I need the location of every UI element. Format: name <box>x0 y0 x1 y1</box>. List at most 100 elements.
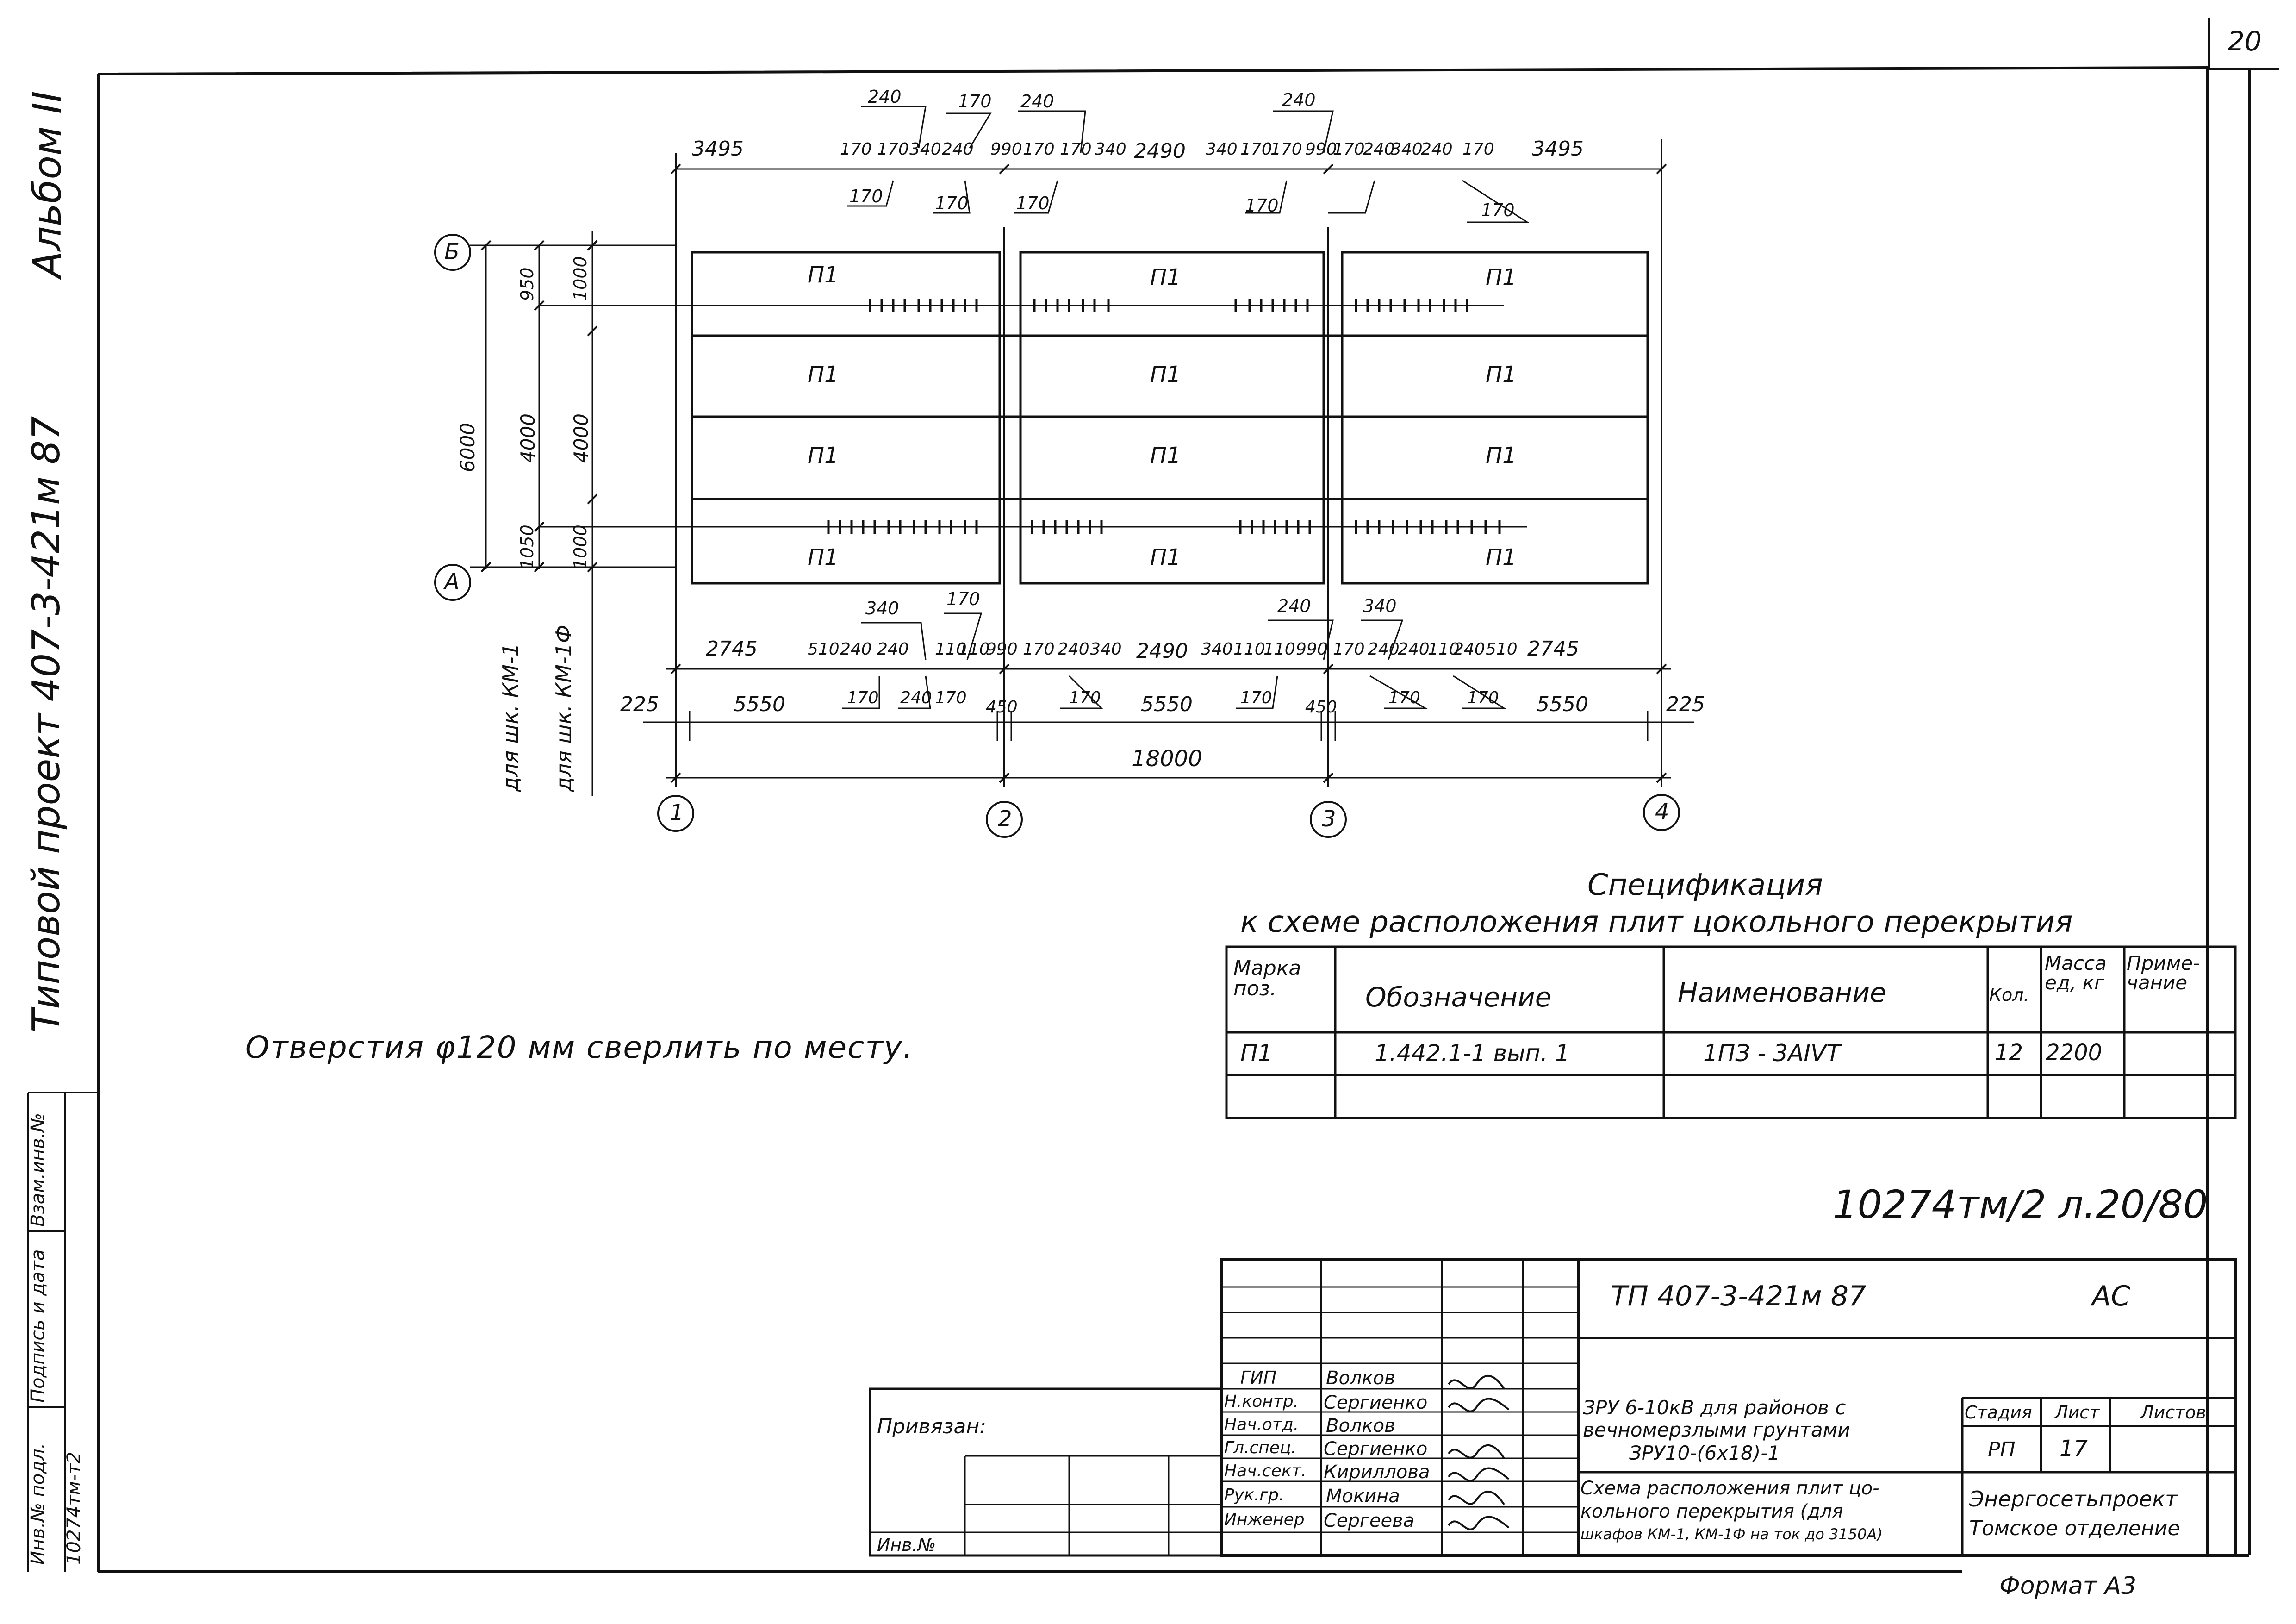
dim-top: 3495 <box>692 137 744 161</box>
leader-top: 170 <box>1481 200 1515 220</box>
leader-top: 170 <box>958 91 992 112</box>
signer-name: Волков <box>1326 1415 1395 1437</box>
dim-top: 990 <box>990 140 1022 159</box>
slab-label: П1 <box>1150 544 1181 570</box>
signer-role: ГИП <box>1240 1368 1277 1388</box>
signer-name: Кириллова <box>1324 1462 1430 1483</box>
axis-label-1: 1 <box>670 800 684 826</box>
dim-bottom: 110 <box>1428 640 1460 659</box>
slab-label: П1 <box>808 443 839 468</box>
tb-org-l2: Томское отделение <box>1969 1517 2180 1540</box>
axis-bubble-A <box>434 564 471 601</box>
spec-row-mass: 2200 <box>2046 1040 2103 1066</box>
leader-top: 170 <box>935 193 969 213</box>
leader-top: 170 <box>1245 195 1279 216</box>
dim-bottom: 240 <box>1058 640 1089 659</box>
side-stamp-code: 10274тм-т2 <box>63 1452 85 1565</box>
dim-bottom: 240 <box>877 640 909 659</box>
slab-label: П1 <box>1486 362 1517 387</box>
dim-950: 950 <box>517 267 537 301</box>
dim-bottom-2: 5550 <box>1537 693 1588 716</box>
axis-label-A: А <box>444 569 460 595</box>
axis-bubble-2 <box>986 801 1023 838</box>
dim-bottom: 510 <box>1486 640 1518 659</box>
axis-bubble-4 <box>1643 794 1680 831</box>
dim-top: 340 <box>1391 140 1423 159</box>
dim-top: 170 <box>1023 140 1055 159</box>
tb-title-l3: шкафов КМ-1, КМ-1Ф на ток до 3150А) <box>1580 1525 1883 1543</box>
album-label: Альбом II <box>25 91 70 278</box>
leader-bottom: 170 <box>1240 688 1272 707</box>
dim-1000: 1000 <box>570 256 591 301</box>
dim-bottom: 110 <box>958 640 990 659</box>
dim-top: 170 <box>1060 140 1092 159</box>
hole-marks <box>827 299 1501 534</box>
leader-top: 170 <box>849 186 883 206</box>
slab-label: П1 <box>1150 264 1181 290</box>
leader-bottom: 240 <box>1277 596 1311 616</box>
dim-bottom: 510 <box>808 640 840 659</box>
dim-bottom-2: 225 <box>620 693 659 716</box>
axis-label-2: 2 <box>998 806 1012 832</box>
tb-stage-header: Стадия <box>1965 1402 2032 1423</box>
dim-1000-b: 1000 <box>570 525 591 569</box>
dim-bottom-2: 5550 <box>1141 693 1193 716</box>
project-label: Типовой проект 407-3-421м 87 <box>25 416 68 1032</box>
dim-4000-b: 4000 <box>570 413 592 463</box>
spec-header-name: Наименование <box>1678 977 1886 1008</box>
leader-bottom: 240 <box>900 688 932 707</box>
leader-top: 240 <box>1282 90 1316 110</box>
axis-label-4: 4 <box>1655 799 1669 825</box>
signature-scribbles <box>1448 1374 1510 1530</box>
dim-top: 340 <box>909 140 941 159</box>
dim-bottom-2: 225 <box>1666 693 1705 716</box>
archive-stamp: 10274тм/2 л.20/80 <box>1833 1182 2208 1227</box>
dim-bottom-2: 5550 <box>734 693 785 716</box>
signer-role: Инженер <box>1224 1510 1305 1529</box>
signer-name: Сергиенко <box>1324 1438 1428 1460</box>
spec-header-designation: Обозначение <box>1365 981 1552 1013</box>
slab-label: П1 <box>808 544 839 570</box>
tb-object-l2: вечномерзлыми грунтами <box>1583 1418 1850 1441</box>
axis-bubble-1 <box>657 795 694 832</box>
sheet-number-box: 20 <box>2208 18 2279 70</box>
dim-top: 2490 <box>1134 139 1186 163</box>
spec-row-name: 1ПЗ - 3АIVТ <box>1703 1040 1841 1067</box>
dim-bottom: 990 <box>986 640 1018 659</box>
dim-top: 340 <box>1095 140 1126 159</box>
dim-bottom: 990 <box>1296 640 1328 659</box>
dim-bottom: 2745 <box>706 637 758 661</box>
dim-top: 990 <box>1305 140 1337 159</box>
tb-title-l1: Схема расположения плит цо- <box>1580 1478 1879 1499</box>
dim-top: 170 <box>1333 140 1365 159</box>
format-label: Формат А3 <box>1999 1572 2137 1600</box>
leader-bottom: 170 <box>1388 688 1420 707</box>
signer-name: Волков <box>1326 1368 1395 1389</box>
leader-top: 170 <box>1016 193 1050 213</box>
side-stamp-vzam: Взам.инв.№ <box>27 1112 49 1227</box>
dim-top: 170 <box>1240 140 1272 159</box>
tb-object-l1: ЗРУ 6-10кВ для районов с <box>1583 1396 1846 1419</box>
dim-top: 240 <box>1363 140 1395 159</box>
drilling-note: Отверстия φ120 мм сверлить по месту. <box>245 1030 914 1065</box>
leader-bottom: 170 <box>946 589 980 609</box>
dim-bottom: 110 <box>1233 640 1265 659</box>
spec-header-note: Приме-чание <box>2127 952 2200 994</box>
dim-bottom: 110 <box>935 640 967 659</box>
tb-org-l1: Энергосетьпроект <box>1969 1487 2178 1512</box>
leader-bottom: 340 <box>1363 596 1397 616</box>
slab-label: П1 <box>1486 544 1517 570</box>
tb-inv: Инв.№ <box>877 1535 936 1555</box>
spec-header-qty: Кол. <box>1989 985 2029 1005</box>
tb-sheet: 17 <box>2060 1436 2088 1462</box>
slab-label: П1 <box>808 362 839 387</box>
dim-bottom: 240 <box>840 640 872 659</box>
leader-top: 240 <box>1020 91 1054 112</box>
signer-name: Мокина <box>1326 1486 1400 1507</box>
tb-title-l2: кольного перекрытия (для <box>1580 1501 1843 1522</box>
spec-row-mark: П1 <box>1240 1040 1273 1067</box>
tb-sheets-header: Листов <box>2140 1402 2206 1423</box>
spec-header-mark: Марка поз. <box>1233 956 1301 1000</box>
leader-bottom: 170 <box>1467 688 1499 707</box>
